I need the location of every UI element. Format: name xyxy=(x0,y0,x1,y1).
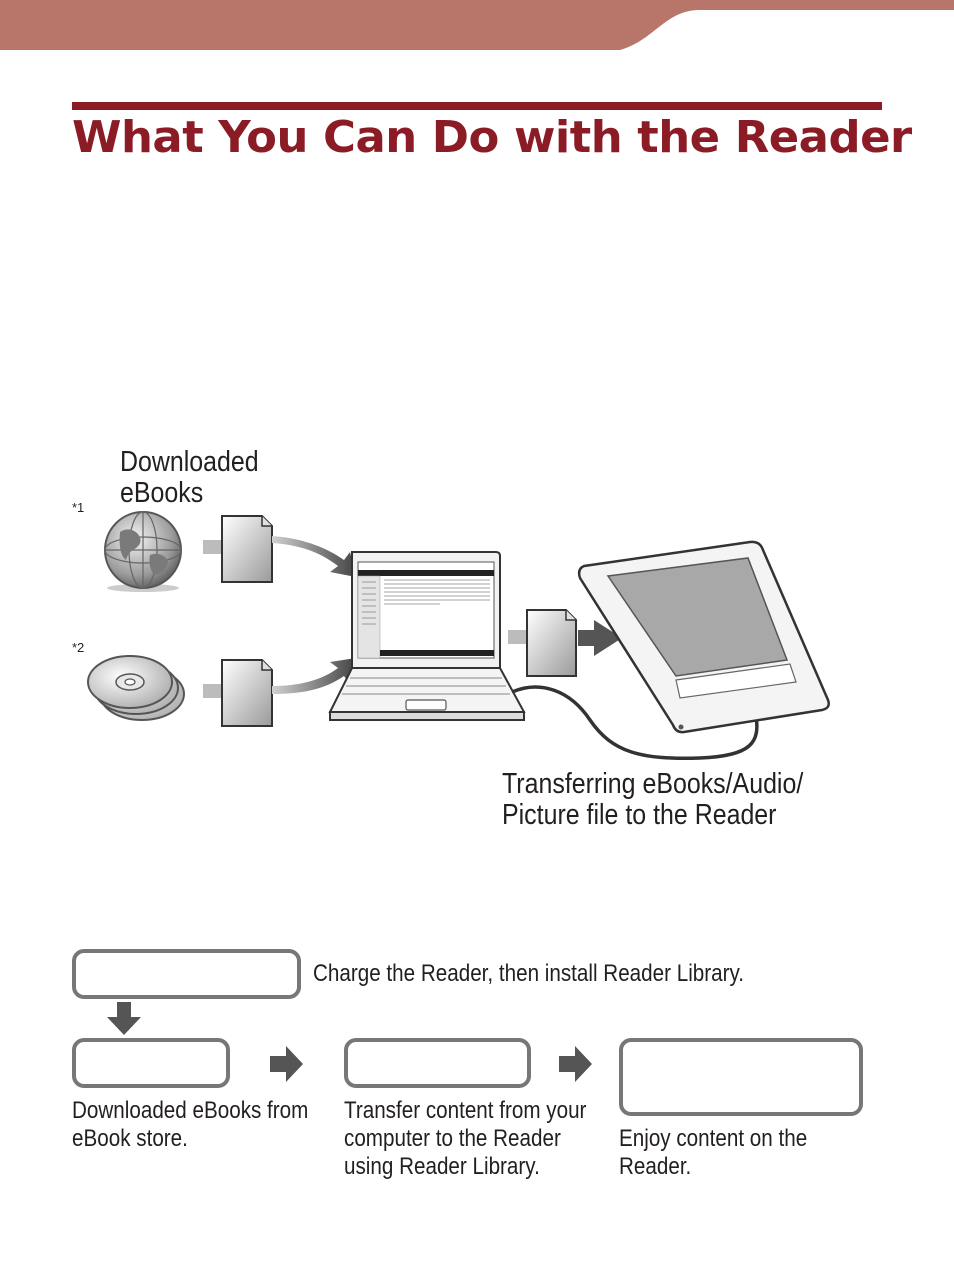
reader-device-icon xyxy=(577,540,830,734)
laptop-icon xyxy=(328,551,526,721)
step-desc-transfer: Transfer content from your computer to t… xyxy=(344,1097,587,1180)
label-transferring: Transferring eBooks/Audio/ Picture file … xyxy=(502,768,804,831)
step-box-setup xyxy=(72,949,301,999)
arrow-right-icon xyxy=(559,1046,592,1082)
arrow-icon xyxy=(272,658,356,694)
label-downloaded-ebooks: Downloaded eBooks xyxy=(120,446,259,509)
title-rule xyxy=(72,102,882,110)
step-desc-download: Downloaded eBooks from eBook store. xyxy=(72,1097,309,1152)
note-2: *2 xyxy=(72,640,85,655)
cd-stack-icon xyxy=(87,655,185,721)
page-title: What You Can Do with the Reader xyxy=(72,112,912,163)
step-box-transfer xyxy=(344,1038,531,1088)
document-icon xyxy=(508,609,577,677)
globe-icon xyxy=(104,511,182,592)
note-1: *1 xyxy=(72,500,85,515)
step-box-enjoy xyxy=(619,1038,863,1116)
step-desc-enjoy: Enjoy content on the Reader. xyxy=(619,1125,808,1180)
illustration xyxy=(87,511,830,761)
arrow-right-icon xyxy=(270,1046,303,1082)
header-band xyxy=(0,0,954,50)
step-box-download xyxy=(72,1038,230,1088)
arrow-down-icon xyxy=(107,1002,141,1035)
document-icon xyxy=(203,515,273,583)
arrow-icon xyxy=(578,620,622,656)
document-icon xyxy=(203,659,273,727)
step-desc-setup: Charge the Reader, then install Reader L… xyxy=(313,960,745,987)
arrow-icon xyxy=(272,536,356,577)
